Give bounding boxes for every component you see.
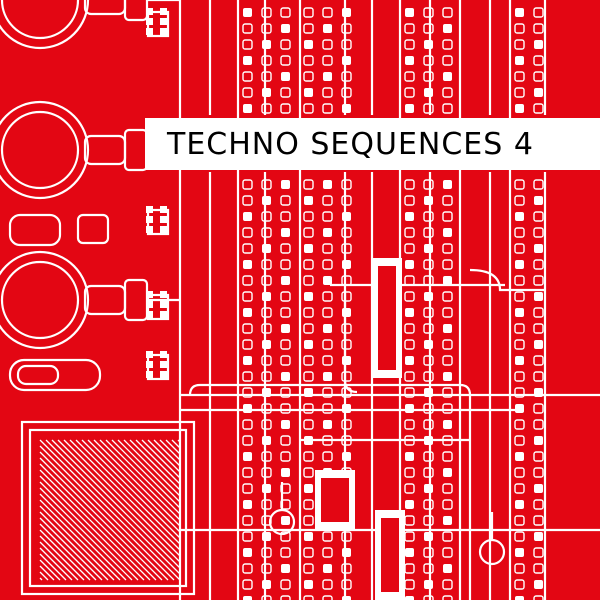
title-banner: TECHNO SEQUENCES 4 [145,118,600,170]
album-title: TECHNO SEQUENCES 4 [167,126,534,162]
